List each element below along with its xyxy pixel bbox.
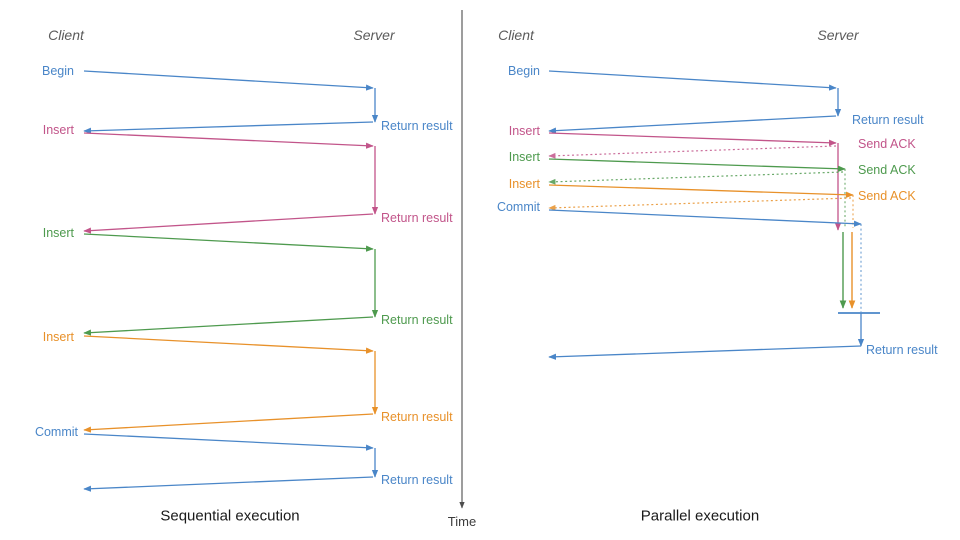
message-arrow-request — [83, 132, 374, 149]
message-arrow-response — [548, 115, 837, 134]
response-label-sequential-1: Return result — [381, 210, 453, 225]
message-arrow-request — [83, 335, 374, 354]
request-label-parallel-3: Insert — [508, 176, 540, 191]
response-label-sequential-0: Return result — [381, 118, 453, 133]
response-label-parallel-0: Return result — [852, 112, 924, 127]
response-label-parallel-4: Return result — [866, 342, 938, 357]
actor-server-parallel: Server — [817, 27, 859, 43]
response-label-parallel-2: Send ACK — [858, 162, 916, 177]
response-label-parallel-1: Send ACK — [858, 136, 916, 151]
message-arrow-request — [548, 132, 837, 146]
request-label-sequential-4: Commit — [34, 424, 78, 439]
message-arrow-response — [548, 345, 862, 360]
panel-parallel — [548, 70, 880, 360]
request-label-parallel-0: Begin — [508, 63, 540, 78]
message-arrow-response — [83, 476, 374, 492]
request-label-parallel-4: Commit — [496, 199, 540, 214]
request-label-sequential-1: Insert — [42, 122, 74, 137]
request-label-sequential-0: Begin — [42, 63, 74, 78]
message-arrow-ack — [548, 171, 844, 185]
request-label-sequential-2: Insert — [42, 225, 74, 240]
panel-caption-parallel: Parallel execution — [640, 507, 760, 525]
panel-caption-sequential: Sequential execution — [160, 507, 300, 525]
message-arrow-request — [548, 209, 862, 227]
actor-server-sequential: Server — [353, 27, 395, 43]
request-label-sequential-3: Insert — [42, 329, 74, 344]
message-arrow-response — [83, 316, 374, 336]
actor-client-sequential: Client — [48, 27, 84, 43]
response-label-parallel-3: Send ACK — [858, 188, 916, 203]
actor-client-parallel: Client — [498, 27, 534, 43]
message-arrow-ack — [548, 145, 837, 159]
message-arrow-request — [548, 70, 837, 91]
message-arrow-request — [548, 184, 854, 198]
message-arrow-response — [83, 213, 374, 234]
request-label-parallel-1: Insert — [508, 123, 540, 138]
message-arrow-request — [83, 433, 374, 451]
response-label-sequential-3: Return result — [381, 409, 453, 424]
message-arrow-request — [83, 70, 374, 91]
message-arrow-ack — [548, 197, 852, 211]
message-arrow-request — [548, 158, 846, 172]
time-axis-label: Time — [447, 514, 477, 529]
response-label-sequential-2: Return result — [381, 312, 453, 327]
response-label-sequential-4: Return result — [381, 472, 453, 487]
message-arrow-response — [83, 413, 374, 433]
message-arrow-request — [83, 233, 374, 252]
panel-sequential — [83, 70, 379, 492]
message-arrow-response — [83, 121, 374, 134]
request-label-parallel-2: Insert — [508, 149, 540, 164]
